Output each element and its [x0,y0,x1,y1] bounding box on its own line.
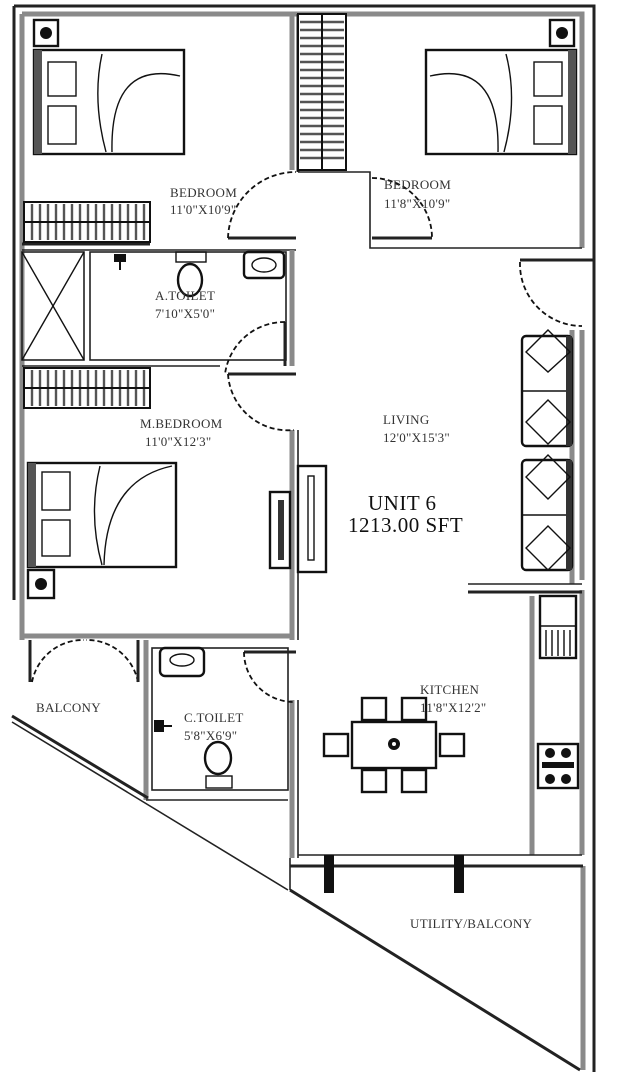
tap-icon [154,720,172,732]
kitchen-size: 11'8"X12'2" [420,700,487,715]
wardrobe-bedroom-2 [297,13,347,171]
a-toilet-size: 7'10"X5'0" [155,306,215,321]
stove-icon [536,742,580,790]
c-toilet-size: 5'8"X6'9" [184,728,237,743]
wc-a-toilet [175,251,207,298]
utility-balcony-label: UTILITY/BALCONY [410,916,533,931]
wardrobe-master-bedroom [23,367,151,409]
bedroom-2-label: BEDROOM [384,177,451,192]
washbasin-c-toilet [158,646,206,678]
m-bedroom-label: M.BEDROOM [140,416,223,431]
shower-icon [114,254,126,270]
lamp-icon [35,578,47,590]
bedroom-2-size: 11'8"X10'9" [384,196,451,211]
sofa-lower [520,454,574,572]
washbasin-a-toilet [242,250,286,280]
living-label: LIVING [383,412,430,427]
shaft [21,251,85,361]
lamp-icon [40,27,52,39]
wardrobe-bedroom-1 [23,201,151,243]
outer-walls [12,4,596,1072]
balcony-label: BALCONY [36,700,101,715]
bed-bedroom-2 [424,48,578,156]
a-toilet-label: A.TOILET [155,288,215,303]
interior-walls [11,14,594,1072]
kitchen-label: KITCHEN [420,682,479,697]
unit-area: 1213.00 SFT [348,513,463,537]
living-size: 12'0"X15'3" [383,430,450,445]
dining-table [322,696,466,794]
kitchen-sink [538,594,578,660]
unit-name: UNIT 6 [368,491,437,515]
door-swings [28,171,583,703]
lamp-icon [556,27,568,39]
m-bedroom-size: 11'0"X12'3" [145,434,212,449]
tv-unit [268,464,328,574]
c-toilet-label: C.TOILET [184,710,244,725]
bed-master-bedroom [26,461,178,569]
sofa-upper [520,329,574,448]
bedroom-1-label: BEDROOM [170,185,237,200]
bedroom-1-size: 11'0"X10'9" [170,202,237,217]
wc-c-toilet [203,740,233,789]
bed-bedroom-1 [32,48,186,156]
